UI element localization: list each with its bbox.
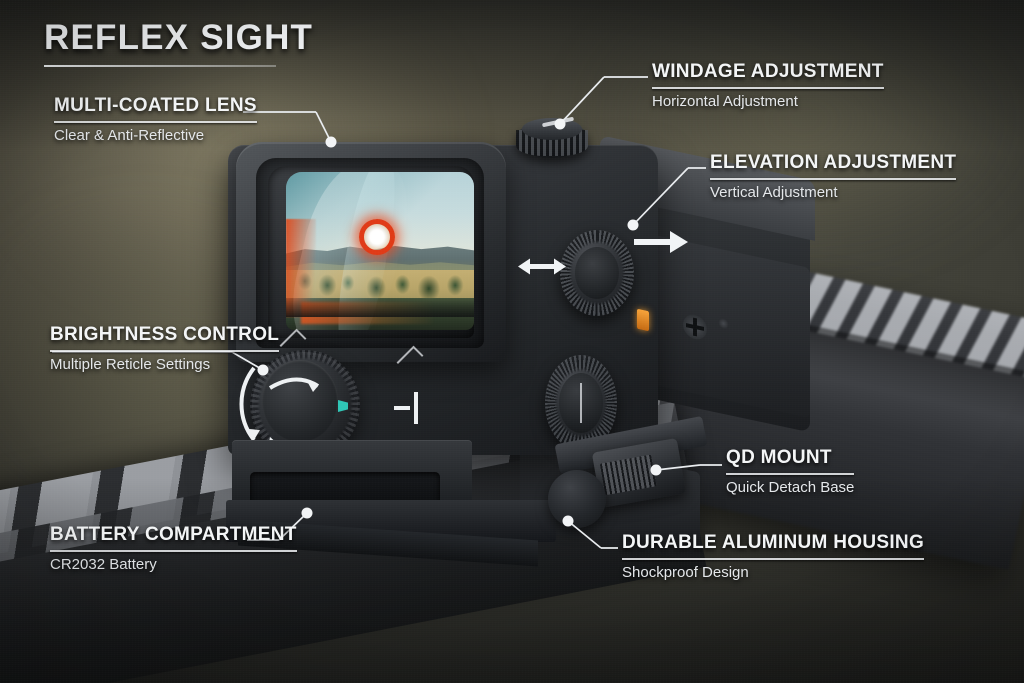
callout-elevation-adjustment[interactable]: ELEVATION ADJUSTMENT Vertical Adjustment xyxy=(710,152,957,201)
windage-turret-top xyxy=(522,116,582,140)
callout-battery-compartment[interactable]: BATTERY COMPARTMENT CR2032 Battery xyxy=(50,524,297,573)
callout-rule xyxy=(50,549,297,552)
callout-subtitle: Shockproof Design xyxy=(622,563,749,581)
callout-subtitle: CR2032 Battery xyxy=(50,555,157,573)
callout-subtitle: Multiple Reticle Settings xyxy=(50,355,211,373)
callout-multi-coated-lens[interactable]: MULTI-COATED LENS Clear & Anti-Reflectiv… xyxy=(54,95,257,144)
callout-rule xyxy=(726,472,854,475)
red-dot-reticle xyxy=(359,219,396,256)
callout-rule xyxy=(54,120,257,123)
callout-durable-aluminum-housing[interactable]: DURABLE ALUMINUM HOUSING Shockproof Desi… xyxy=(622,532,925,581)
page-title-block: REFLEX SIGHT xyxy=(44,18,313,67)
lens-lower-shadow xyxy=(286,298,474,318)
callout-subtitle: Clear & Anti-Reflective xyxy=(54,126,205,144)
elevation-knob-index-line xyxy=(580,383,582,423)
windage-adjustment-knob[interactable] xyxy=(560,230,634,316)
callout-title: WINDAGE ADJUSTMENT xyxy=(652,61,884,82)
callout-rule xyxy=(710,177,956,180)
callout-subtitle: Horizontal Adjustment xyxy=(652,92,798,110)
brightness-knob-face xyxy=(262,360,338,442)
windage-knob-face xyxy=(575,247,619,299)
elevation-knob-face xyxy=(559,373,603,433)
callout-title: MULTI-COATED LENS xyxy=(54,95,257,116)
callout-title: BATTERY COMPARTMENT xyxy=(50,524,297,545)
callout-subtitle: Quick Detach Base xyxy=(726,478,855,496)
brightness-indicator-marker xyxy=(338,400,348,412)
page-title: REFLEX SIGHT xyxy=(44,18,314,57)
battery-status-led xyxy=(637,308,649,332)
callout-brightness-control[interactable]: BRIGHTNESS CONTROL Multiple Reticle Sett… xyxy=(50,324,280,373)
callout-rule xyxy=(622,557,924,560)
callout-title: DURABLE ALUMINUM HOUSING xyxy=(622,532,925,553)
callout-subtitle: Vertical Adjustment xyxy=(710,183,838,201)
qd-mount-tension-nut[interactable] xyxy=(548,470,606,528)
background-top-shade xyxy=(0,0,1024,151)
windage-turret-slot xyxy=(541,116,575,128)
page-title-rule xyxy=(44,65,276,67)
callout-title: BRIGHTNESS CONTROL xyxy=(50,324,280,345)
qd-lever-knurling xyxy=(599,454,657,496)
callout-qd-mount[interactable]: QD MOUNT Quick Detach Base xyxy=(726,447,855,496)
multi-coated-lens-glass xyxy=(286,172,474,330)
callout-windage-adjustment[interactable]: WINDAGE ADJUSTMENT Horizontal Adjustment xyxy=(652,61,884,110)
windage-turret-cap[interactable] xyxy=(516,116,588,158)
callout-title: QD MOUNT xyxy=(726,447,832,468)
callout-rule xyxy=(50,349,279,352)
callout-rule xyxy=(652,86,884,89)
callout-title: ELEVATION ADJUSTMENT xyxy=(710,152,957,173)
